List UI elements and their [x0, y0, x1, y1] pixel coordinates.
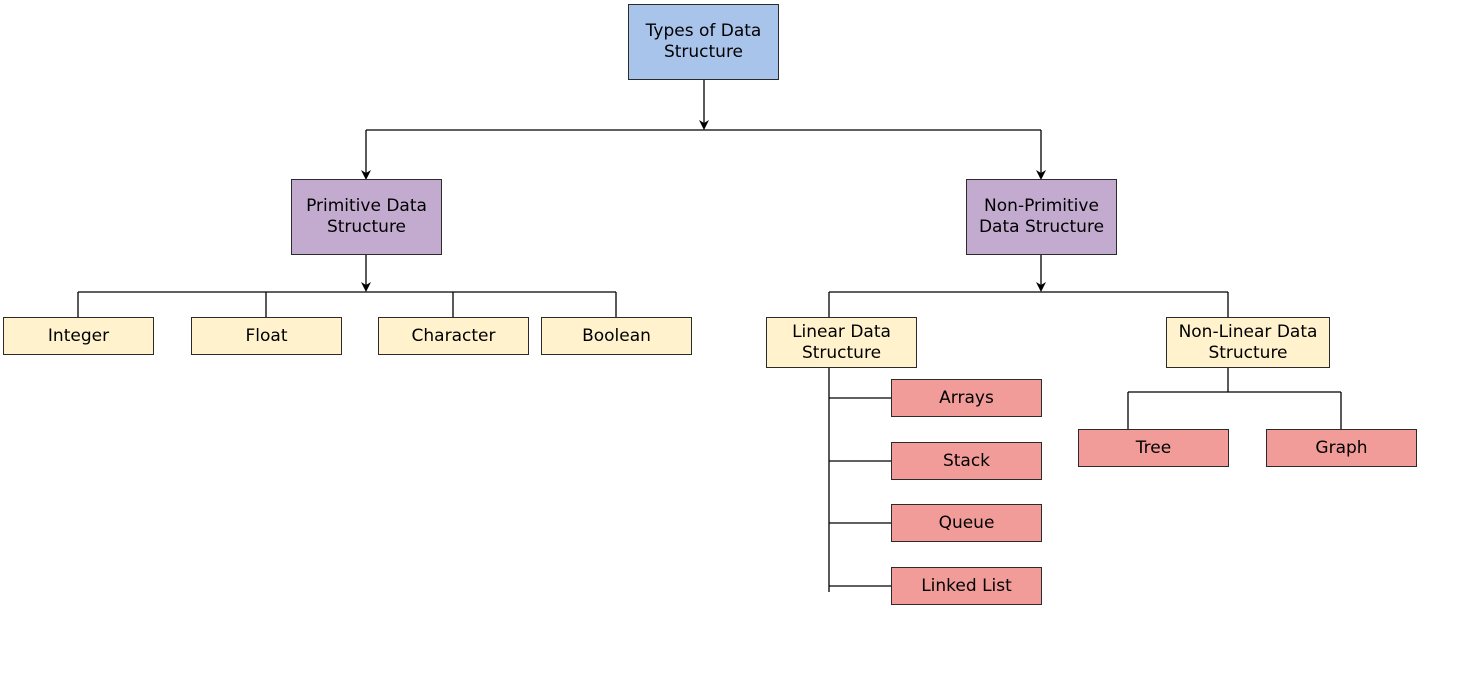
primitive-node: Primitive Data Structure	[291, 179, 442, 255]
character-label: Character	[411, 325, 496, 346]
float-node: Float	[191, 317, 342, 355]
non-linear-node: Non-Linear Data Structure	[1166, 317, 1330, 368]
linked-list-label: Linked List	[921, 575, 1012, 596]
integer-node: Integer	[3, 317, 154, 355]
stack-label: Stack	[942, 450, 991, 471]
graph-node: Graph	[1266, 429, 1417, 467]
root-label: Types of Data Structure	[645, 21, 762, 62]
root-node: Types of Data Structure	[628, 4, 779, 80]
integer-label: Integer	[47, 325, 110, 346]
arrays-node: Arrays	[891, 379, 1042, 417]
float-label: Float	[245, 325, 288, 346]
non-primitive-node: Non-Primitive Data Structure	[966, 179, 1117, 255]
tree-label: Tree	[1135, 437, 1172, 458]
boolean-node: Boolean	[541, 317, 692, 355]
primitive-label: Primitive Data Structure	[306, 196, 427, 237]
non-linear-label: Non-Linear Data Structure	[1178, 321, 1318, 363]
stack-node: Stack	[891, 442, 1042, 480]
character-node: Character	[378, 317, 529, 355]
graph-label: Graph	[1315, 437, 1368, 458]
boolean-label: Boolean	[582, 325, 651, 346]
linear-label: Linear Data Structure	[792, 321, 891, 363]
queue-node: Queue	[891, 504, 1042, 542]
tree-node: Tree	[1078, 429, 1229, 467]
queue-label: Queue	[938, 512, 995, 533]
linear-node: Linear Data Structure	[766, 317, 917, 368]
linked-list-node: Linked List	[891, 567, 1042, 605]
arrays-label: Arrays	[939, 387, 994, 408]
non-primitive-label: Non-Primitive Data Structure	[978, 196, 1105, 237]
